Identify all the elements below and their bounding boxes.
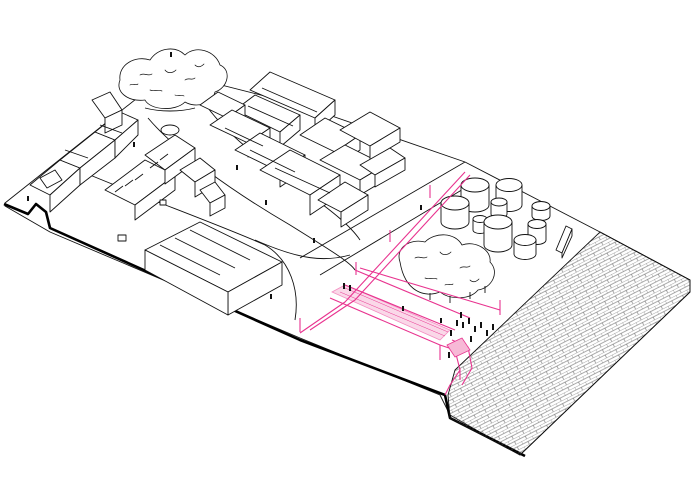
tank-5 (531, 201, 551, 221)
tank-4 (490, 197, 508, 219)
tank-3 (440, 195, 470, 230)
buildings-north-block (199, 71, 406, 228)
buildings-large-warehouse (144, 221, 283, 316)
buildings-west-terrace (29, 91, 139, 213)
tree-clump-east (398, 234, 495, 303)
paved-embankment (447, 231, 691, 456)
long-shed (555, 225, 573, 259)
tree-clump-north (118, 48, 228, 109)
pink-intervention (299, 171, 501, 396)
people-figures (27, 52, 494, 358)
buildings-central-cluster (104, 134, 226, 242)
tank-7 (483, 214, 513, 253)
tank-9 (513, 234, 537, 260)
